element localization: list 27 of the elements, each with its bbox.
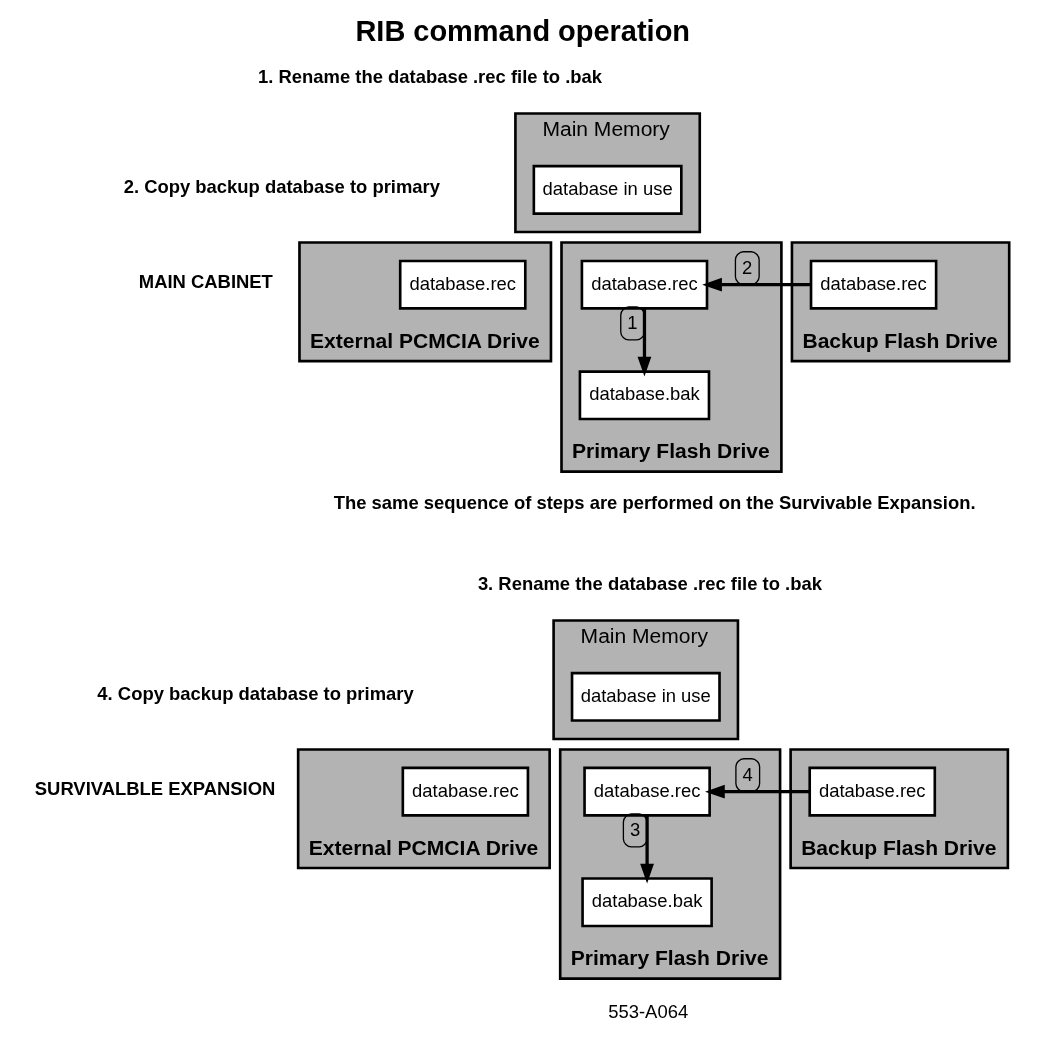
edge-label: 4 xyxy=(742,763,753,785)
arrow xyxy=(637,308,652,377)
node-box: database.bak xyxy=(581,877,713,928)
label: 2. Copy backup database to primary xyxy=(123,176,441,198)
label: 1. Rename the database .rec file to .bak xyxy=(257,65,603,87)
label: 4. Copy backup database to primary xyxy=(97,683,414,705)
arrow xyxy=(640,815,654,884)
diagram-title: RIB command operation xyxy=(355,14,691,47)
label: 3. Rename the database .rec file to .bak xyxy=(477,572,822,594)
edge-label: 3 xyxy=(629,818,641,840)
edge-label: 1 xyxy=(627,312,638,334)
node-box: database.rec xyxy=(583,766,711,817)
node-box: database.bak xyxy=(578,370,711,421)
node-box: database.rec xyxy=(401,766,530,817)
label: MAIN CABINET xyxy=(138,271,273,293)
node-box: database in use xyxy=(532,164,683,215)
arrow xyxy=(705,784,810,799)
edge-label: 2 xyxy=(742,256,753,278)
node-box: database.rec xyxy=(808,766,937,817)
label: SURVIVALBLE EXPANSION xyxy=(34,778,276,800)
arrow xyxy=(702,277,811,292)
node-box: database.rec xyxy=(580,259,709,310)
label: The same sequence of steps are performed on the Survivable Expansion. xyxy=(333,492,976,514)
node-box: database in use xyxy=(570,671,721,722)
node-box: database.rec xyxy=(398,259,527,310)
node-box: database.rec xyxy=(809,259,938,310)
label: 553-A064 xyxy=(608,1000,689,1022)
